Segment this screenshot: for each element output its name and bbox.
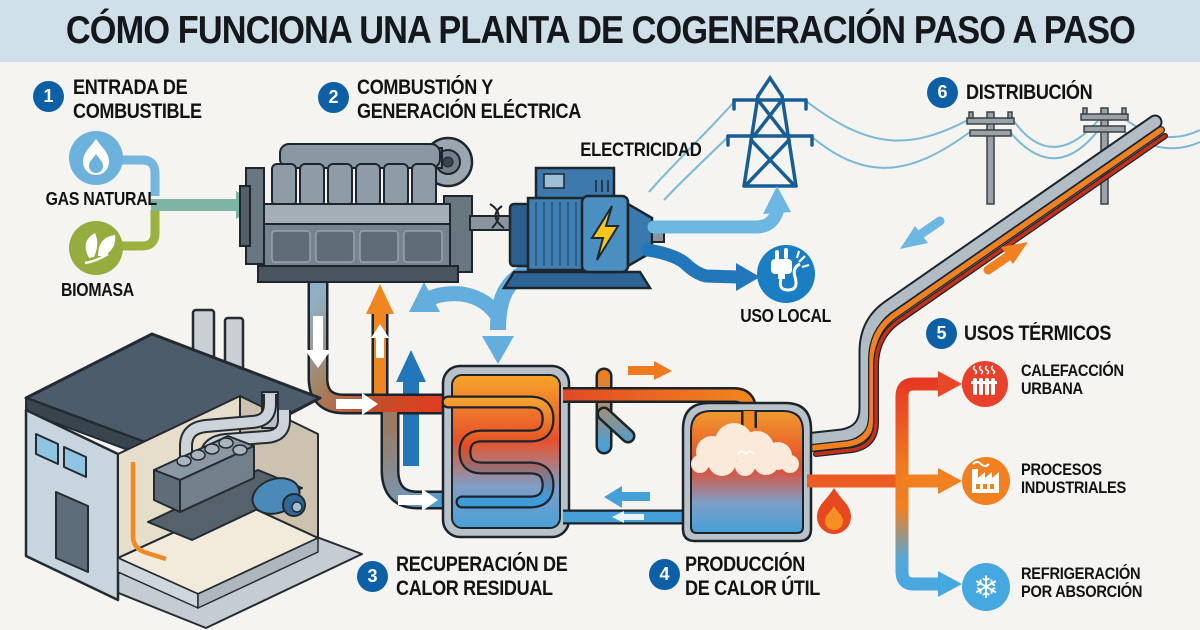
electric-generator: [501, 166, 665, 290]
step-label-3: RECUPERACIÓN DE CALOR RESIDUAL: [396, 553, 568, 600]
thermal-use-label-industry: PROCESOS INDUSTRIALES: [1021, 460, 1126, 498]
gas-natural-label: GAS NATURAL: [45, 189, 157, 209]
radiator-icon: [971, 365, 997, 395]
thermal-use-label-cooling: REFRIGERACIÓN POR ABSORCIÓN: [1021, 564, 1143, 602]
factory-icon: [972, 461, 999, 493]
page-title: CÓMO FUNCIONA UNA PLANTA DE COGENERACIÓN…: [65, 9, 1135, 52]
exchanger-tank-arrows: [604, 361, 672, 523]
step-label-5: USOS TÉRMICOS: [964, 322, 1112, 345]
flame-heat-icon: [817, 488, 851, 534]
fuel-nodes: [69, 131, 123, 275]
electricity-arrows: [641, 186, 791, 291]
electricidad-label: ELECTRICIDAD: [580, 140, 702, 161]
leaf-icon: [84, 233, 116, 265]
flame-icon: [83, 139, 109, 175]
pipe-flow-arrows-white: [305, 316, 438, 511]
local-use-node: [757, 245, 815, 303]
step-badge-3: 3: [357, 561, 388, 592]
step-label-6: DISTRIBUCIÓN: [966, 81, 1093, 104]
steam-cloud: [691, 423, 799, 476]
lightning-icon: [590, 205, 620, 261]
door: [55, 491, 89, 573]
uso-local-label: USO LOCAL: [740, 306, 832, 326]
biomasa-label: BIOMASA: [60, 280, 134, 300]
title-band: CÓMO FUNCIONA UNA PLANTA DE COGENERACIÓN…: [0, 0, 1200, 62]
step-badge-5: 5: [926, 318, 957, 349]
thermal-use-label-heating: CALEFACCIÓN URBANA: [1021, 361, 1124, 399]
gas-engine: [239, 136, 515, 283]
distribution-flow-arrows: [900, 216, 1028, 275]
step-label-1: ENTRADA DE COMBUSTIBLE: [73, 76, 202, 123]
window: [63, 446, 87, 478]
transmission-tower: [726, 74, 814, 188]
step-badge-1: 1: [33, 81, 64, 112]
snowflake-icon: ❄: [973, 570, 999, 606]
thermal-use-nodes: ❄: [962, 361, 1010, 611]
step-badge-6: 6: [927, 77, 958, 108]
window: [35, 433, 59, 465]
heat-storage-tank: [681, 401, 851, 543]
plant-building: [24, 308, 363, 629]
step-badge-2: 2: [318, 82, 349, 113]
heat-exchanger: [441, 364, 571, 539]
rotation-marks: [489, 203, 505, 229]
step-label-2: COMBUSTIÓN Y GENERACIÓN ELÉCTRICA: [357, 76, 581, 123]
plug-icon: [771, 248, 810, 292]
step-label-4: PRODUCCIÓN DE CALOR ÚTIL: [685, 553, 820, 600]
thermal-distribution-pipes: [807, 371, 962, 597]
step-badge-4: 4: [649, 559, 680, 590]
